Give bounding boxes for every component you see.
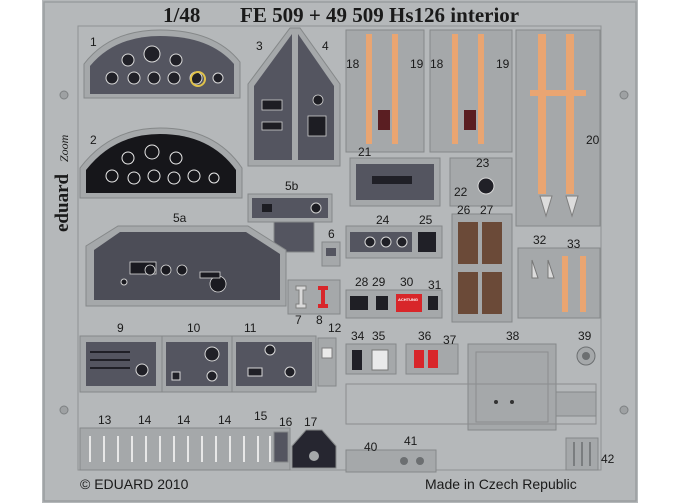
label-11: 11 <box>244 321 257 335</box>
warning-label: ACHTUNG <box>398 297 418 302</box>
label-5b: 5b <box>285 179 299 193</box>
label-1: 1 <box>90 35 97 49</box>
part-9-panel <box>79 335 163 393</box>
label-38: 38 <box>506 329 520 343</box>
label-14a: 14 <box>138 413 152 427</box>
part-11-panel <box>231 335 317 393</box>
eduard-logo: eduard Zoom <box>52 134 73 232</box>
label-14c: 14 <box>218 413 232 427</box>
label-32: 32 <box>533 233 547 247</box>
mounting-holes <box>59 90 629 415</box>
label-16: 16 <box>279 415 293 429</box>
parts-13-15-levers <box>79 427 291 471</box>
label-21: 21 <box>358 145 372 159</box>
part-24-25 <box>345 225 443 259</box>
part-18-19-harness-left <box>345 29 425 153</box>
part-7-8 <box>287 279 341 315</box>
part-number-labels: 1 2 3 4 5a 5b 6 7 8 9 10 11 12 13 14 14 … <box>90 35 615 466</box>
part-2-lower-panel <box>79 127 243 199</box>
label-10: 10 <box>187 321 201 335</box>
part-34-37 <box>345 343 459 375</box>
label-18b: 18 <box>430 57 444 71</box>
set-title: FE 509 + 49 509 Hs126 interior <box>240 3 519 27</box>
label-7: 7 <box>295 313 302 327</box>
part-21 <box>349 157 441 207</box>
label-8: 8 <box>316 313 323 327</box>
label-25: 25 <box>419 213 433 227</box>
label-39: 39 <box>578 329 592 343</box>
label-35: 35 <box>372 329 386 343</box>
label-4: 4 <box>322 39 329 53</box>
part-32-33 <box>517 247 601 319</box>
label-24: 24 <box>376 213 390 227</box>
label-5a: 5a <box>173 211 187 225</box>
label-23: 23 <box>476 156 490 170</box>
label-3: 3 <box>256 39 263 53</box>
label-20: 20 <box>586 133 600 147</box>
label-31: 31 <box>428 278 442 292</box>
label-15: 15 <box>254 409 268 423</box>
label-12: 12 <box>328 321 342 335</box>
label-37: 37 <box>443 333 457 347</box>
part-6 <box>321 241 341 267</box>
part-26-27-floor <box>451 213 513 323</box>
origin-text: Made in Czech Republic <box>425 476 577 492</box>
part-12 <box>317 337 337 387</box>
label-34: 34 <box>351 329 365 343</box>
part-5a-main-panel <box>85 225 287 307</box>
label-9: 9 <box>117 321 124 335</box>
label-36: 36 <box>418 329 432 343</box>
scale-label: 1/48 <box>163 3 200 27</box>
part-rail <box>345 383 597 425</box>
label-18a: 18 <box>346 57 360 71</box>
label-13: 13 <box>98 413 112 427</box>
part-1-upper-panel <box>83 29 241 99</box>
label-41: 41 <box>404 434 418 448</box>
label-27: 27 <box>480 203 494 217</box>
part-18-19-harness-right <box>429 29 513 153</box>
zoom-mark: Zoom <box>57 134 71 162</box>
fret-inner-frame <box>77 25 602 471</box>
label-33: 33 <box>567 237 581 251</box>
part-20-harness <box>515 29 601 227</box>
label-42: 42 <box>601 452 615 466</box>
copyright-text: © EDUARD 2010 <box>80 476 189 492</box>
part-22-23 <box>449 157 513 207</box>
label-28: 28 <box>355 275 369 289</box>
label-19b: 19 <box>496 57 510 71</box>
part-39 <box>576 346 596 366</box>
brand-name: eduard <box>52 174 73 233</box>
part-28-31: ACHTUNG <box>345 289 443 319</box>
label-14b: 14 <box>177 413 191 427</box>
part-38 <box>467 343 557 431</box>
label-6: 6 <box>328 227 335 241</box>
part-40-41 <box>345 449 437 473</box>
label-19a: 19 <box>410 57 424 71</box>
part-10-panel <box>161 335 233 393</box>
part-42 <box>565 437 599 471</box>
part-16-17 <box>273 429 337 469</box>
label-40: 40 <box>364 440 378 454</box>
label-26: 26 <box>457 203 471 217</box>
fret-frame <box>43 1 637 502</box>
label-22: 22 <box>454 185 468 199</box>
label-17: 17 <box>304 415 318 429</box>
label-30: 30 <box>400 275 414 289</box>
label-29: 29 <box>372 275 386 289</box>
label-2: 2 <box>90 133 97 147</box>
part-3-4-console <box>247 27 341 167</box>
